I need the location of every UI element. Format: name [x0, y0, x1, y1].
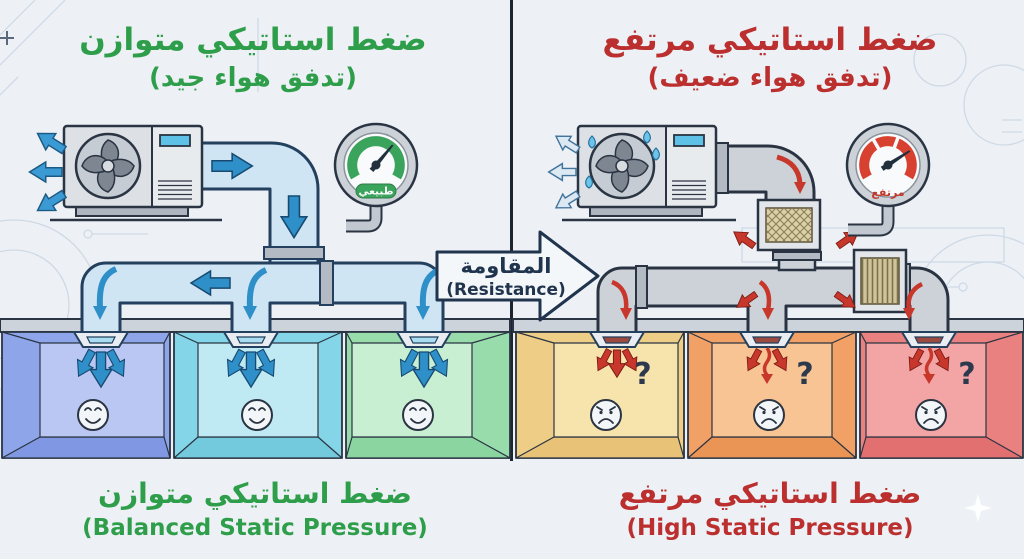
- duct-collar: [715, 142, 729, 194]
- gauge-left-label: طبيعي: [358, 186, 393, 198]
- rooms-right: [512, 318, 1024, 459]
- sweat-droplet-icon: [585, 130, 660, 189]
- vent-grill: [672, 180, 706, 200]
- manifold-duct-left: [80, 261, 445, 336]
- diffuser-icon: [900, 331, 958, 348]
- smiley-face-icon: [241, 399, 273, 431]
- room-airflow-right: ? ? ?: [591, 346, 976, 392]
- room-left-2: [173, 331, 343, 459]
- footer-right-line2: (High Static Pressure): [626, 515, 913, 541]
- fan-icon: [74, 132, 142, 200]
- footer-left-line1: ضغط استاتيكي متوازن: [98, 477, 412, 510]
- duct-collar: [772, 251, 822, 261]
- smiley-face-icon: [402, 399, 434, 431]
- unit-badge: [159, 134, 191, 147]
- duct-collar: [635, 265, 648, 309]
- header-left-line2: (تدفق هواء جيد): [149, 63, 357, 93]
- unit-badge: [673, 134, 705, 147]
- question-mark: ?: [634, 357, 651, 392]
- weak-flow-squiggle: [924, 346, 934, 377]
- header-right-line1: ضغط استاتيكي مرتفع: [603, 22, 938, 58]
- ductwork-right: [596, 142, 950, 336]
- footer-right: ضغط استاتيكي مرتفع (High Static Pressure…: [619, 477, 922, 541]
- room-right-3: [859, 331, 1024, 459]
- restricted-airflow-arrows: [611, 154, 924, 320]
- diffusers-right: [588, 331, 958, 348]
- hvac-unit-right: [547, 124, 736, 222]
- room-right-2: [687, 331, 857, 459]
- feed-duct-left: [198, 141, 320, 265]
- sad-face-icon: [915, 399, 947, 431]
- resistance-arrow: المقاومة (Resistance): [435, 230, 600, 322]
- footer-left-line2: (Balanced Static Pressure): [82, 515, 428, 541]
- diffuser-icon: [72, 331, 130, 348]
- fan-icon: [588, 132, 656, 200]
- resistance-label-en: (Resistance): [446, 280, 566, 300]
- weak-flow-squiggle: [762, 346, 772, 377]
- header-right: ضغط استاتيكي مرتفع (تدفق هواء ضعيف): [603, 22, 938, 93]
- question-mark: ?: [796, 357, 813, 392]
- header-right-line2: (تدفق هواء ضعيف): [647, 63, 892, 93]
- corner-cross-icon: [0, 31, 14, 45]
- gauge-right: مرتفع: [845, 122, 931, 237]
- ductwork-left: [80, 141, 445, 336]
- diffuser-icon: [588, 331, 646, 348]
- vent-grill: [158, 180, 192, 200]
- duct-collar: [319, 260, 334, 306]
- manifold-duct-right: [596, 266, 858, 336]
- smiley-face-icon: [77, 399, 109, 431]
- header-left-line1: ضغط استاتيكي متوازن: [79, 22, 427, 58]
- gauge-left: طبيعي: [333, 122, 419, 233]
- sparkle-icon: [964, 494, 992, 522]
- dirty-filter-icon: [852, 248, 908, 314]
- footer-right-line1: ضغط استاتيكي مرتفع: [619, 477, 922, 510]
- header-left: ضغط استاتيكي متوازن (تدفق هواء جيد): [79, 22, 427, 93]
- diffusers-left: [72, 331, 453, 348]
- hvac-unit-left: [28, 124, 222, 222]
- sad-face-icon: [590, 399, 622, 431]
- footer-left: ضغط استاتيكي متوازن (Balanced Static Pre…: [82, 477, 428, 541]
- resistance-label-ar: المقاومة: [461, 254, 552, 278]
- diffuser-icon: [738, 331, 796, 348]
- room-left-3: [345, 331, 511, 459]
- smiley-faces-left: [77, 399, 434, 431]
- diffuser-icon: [395, 331, 453, 348]
- clogged-filter-icon: [756, 198, 822, 252]
- room-left-1: [1, 331, 171, 459]
- diffuser-icon: [222, 331, 280, 348]
- sad-face-icon: [753, 399, 785, 431]
- sad-faces-right: [590, 399, 947, 431]
- duct-joint: [263, 246, 325, 260]
- question-mark: ?: [958, 357, 975, 392]
- room-right-1: [515, 331, 685, 459]
- gauge-right-label: مرتفع: [871, 186, 904, 199]
